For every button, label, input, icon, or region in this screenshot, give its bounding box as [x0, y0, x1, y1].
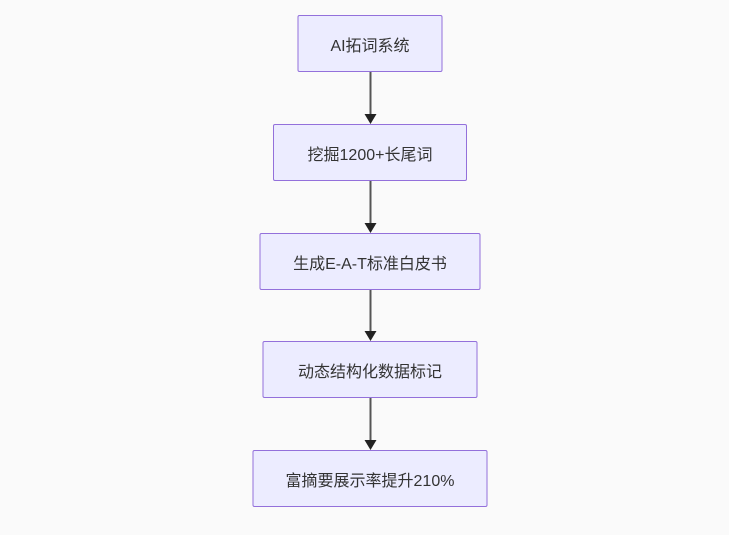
flowchart-node-rich-snippet-rate-increase: 富摘要展示率提升210% — [252, 450, 488, 507]
arrow-line — [369, 290, 371, 331]
node-label: 挖掘1200+长尾词 — [307, 146, 433, 164]
arrow-head-icon — [364, 223, 376, 233]
arrow-head-icon — [364, 440, 376, 450]
node-label: 动态结构化数据标记 — [297, 363, 442, 381]
arrow-line — [369, 181, 371, 223]
flowchart-arrow-1 — [364, 72, 377, 124]
node-label: AI拓词系统 — [330, 37, 410, 55]
arrow-line — [369, 72, 371, 114]
arrow-line — [369, 398, 371, 440]
flowchart-node-dynamic-structured-data-markup: 动态结构化数据标记 — [262, 341, 478, 398]
node-label: 富摘要展示率提升210% — [285, 472, 455, 490]
arrow-head-icon — [364, 331, 376, 341]
flowchart-arrow-2 — [364, 181, 377, 233]
flowchart-node-ai-word-expansion-system: AI拓词系统 — [297, 15, 443, 72]
node-label: 生成E-A-T标准白皮书 — [293, 255, 447, 273]
flowchart-node-mine-longtail-keywords: 挖掘1200+长尾词 — [273, 124, 467, 181]
flowchart-arrow-4 — [364, 398, 377, 450]
flowchart-arrow-3 — [364, 290, 377, 341]
arrow-head-icon — [364, 114, 376, 124]
flowchart-node-generate-eat-whitepaper: 生成E-A-T标准白皮书 — [259, 233, 481, 290]
